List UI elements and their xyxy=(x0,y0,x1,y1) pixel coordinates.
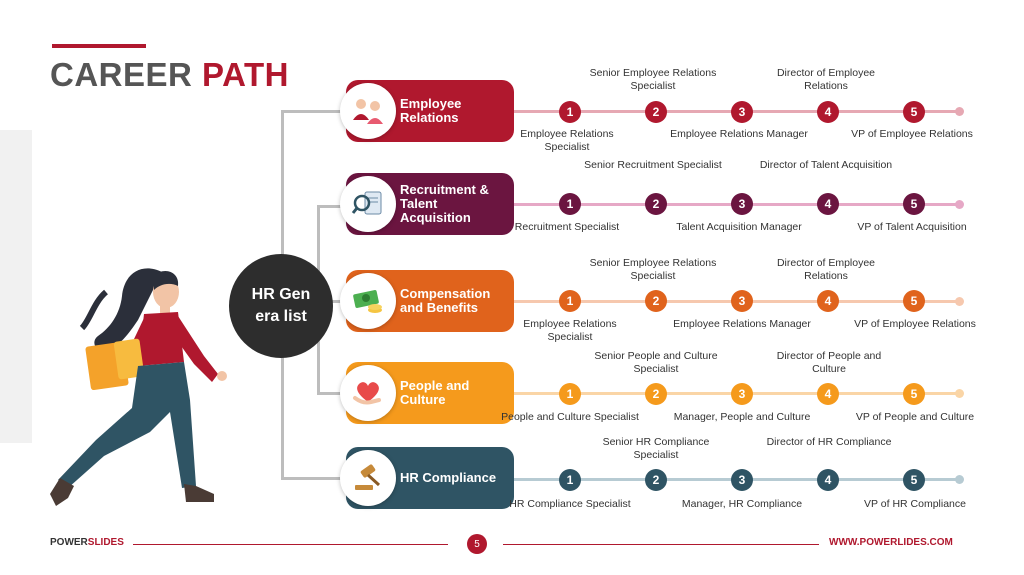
role-label: Senior Employee Relations Specialist xyxy=(589,257,717,282)
step-4: 4 xyxy=(817,469,839,491)
role-label: Director of Employee Relations xyxy=(776,257,876,282)
role-label: Senior People and Culture Specialist xyxy=(594,350,718,375)
title-accent-bar xyxy=(52,44,146,48)
step-1: 1 xyxy=(559,290,581,312)
role-label: Talent Acquisition Manager xyxy=(676,221,802,233)
search-document-icon xyxy=(340,176,396,232)
category-hr-compliance: HR Compliance xyxy=(340,447,514,509)
step-5: 5 xyxy=(903,101,925,123)
role-label: VP of Talent Acquisition xyxy=(857,221,967,233)
step-1: 1 xyxy=(559,101,581,123)
step-5: 5 xyxy=(903,383,925,405)
step-3: 3 xyxy=(731,101,753,123)
role-label: Manager, HR Compliance xyxy=(681,498,803,510)
role-label: Director of Talent Acquisition xyxy=(759,159,893,171)
connector-branch-5 xyxy=(281,477,347,480)
step-2: 2 xyxy=(645,290,667,312)
step-2: 2 xyxy=(645,469,667,491)
footer-line-left xyxy=(133,544,448,545)
category-employee-relations: Employee Relations xyxy=(340,80,514,142)
gavel-icon xyxy=(340,450,396,506)
step-3: 3 xyxy=(731,290,753,312)
step-1: 1 xyxy=(559,383,581,405)
step-5: 5 xyxy=(903,469,925,491)
role-label: Director of HR Compliance xyxy=(766,436,892,448)
step-4: 4 xyxy=(817,383,839,405)
heart-hand-icon xyxy=(340,365,396,421)
step-3: 3 xyxy=(731,383,753,405)
role-label: Recruitment Specialist xyxy=(514,221,620,233)
hub-hr-generalist: HR Genera list xyxy=(229,254,333,358)
people-icon xyxy=(340,83,396,139)
step-3: 3 xyxy=(731,193,753,215)
step-4: 4 xyxy=(817,193,839,215)
role-label: Director of Employee Relations xyxy=(776,67,876,92)
role-label: Employee Relations Manager xyxy=(673,318,811,330)
role-label: Employee Relations Manager xyxy=(670,128,808,140)
role-label: Manager, People and Culture xyxy=(673,411,811,423)
footer-line-right xyxy=(503,544,819,545)
step-4: 4 xyxy=(817,290,839,312)
footer-brand: POWERSLIDES xyxy=(50,537,124,548)
connector-branch-3 xyxy=(330,300,347,303)
page-title: CAREER PATH xyxy=(50,56,289,93)
left-decor-band xyxy=(0,130,32,443)
role-label: VP of HR Compliance xyxy=(864,498,966,510)
step-2: 2 xyxy=(645,193,667,215)
role-label: HR Compliance Specialist xyxy=(509,498,631,510)
step-2: 2 xyxy=(645,383,667,405)
step-3: 3 xyxy=(731,469,753,491)
role-label: Senior Employee Relations Specialist xyxy=(589,67,717,92)
money-icon xyxy=(340,273,396,329)
step-5: 5 xyxy=(903,290,925,312)
role-label: VP of Employee Relations xyxy=(854,318,976,330)
role-label: Employee Relations Specialist xyxy=(520,128,614,153)
step-2: 2 xyxy=(645,101,667,123)
running-woman-illustration xyxy=(50,268,227,506)
role-label: Director of People and Culture xyxy=(776,350,882,375)
step-4: 4 xyxy=(817,101,839,123)
category-recruitment-talent-acquisition: Recruitment & Talent Acquisition xyxy=(340,173,514,235)
role-label: VP of People and Culture xyxy=(855,411,975,423)
role-label: Employee Relations Specialist xyxy=(523,318,617,343)
category-compensation-benefits: Compensation and Benefits xyxy=(340,270,514,332)
page-number: 5 xyxy=(467,534,487,554)
connector-branch-2 xyxy=(317,205,347,208)
footer-url: WWW.POWERLIDES.COM xyxy=(829,537,953,548)
role-label: Senior Recruitment Specialist xyxy=(584,159,722,171)
role-label: Senior HR Compliance Specialist xyxy=(602,436,710,461)
connector-branch-1 xyxy=(281,110,347,113)
role-label: People and Culture Specialist xyxy=(501,411,639,423)
step-1: 1 xyxy=(559,469,581,491)
category-people-culture: People and Culture xyxy=(340,362,514,424)
connector-branch-4 xyxy=(317,392,347,395)
role-label: VP of Employee Relations xyxy=(851,128,973,140)
step-5: 5 xyxy=(903,193,925,215)
step-1: 1 xyxy=(559,193,581,215)
